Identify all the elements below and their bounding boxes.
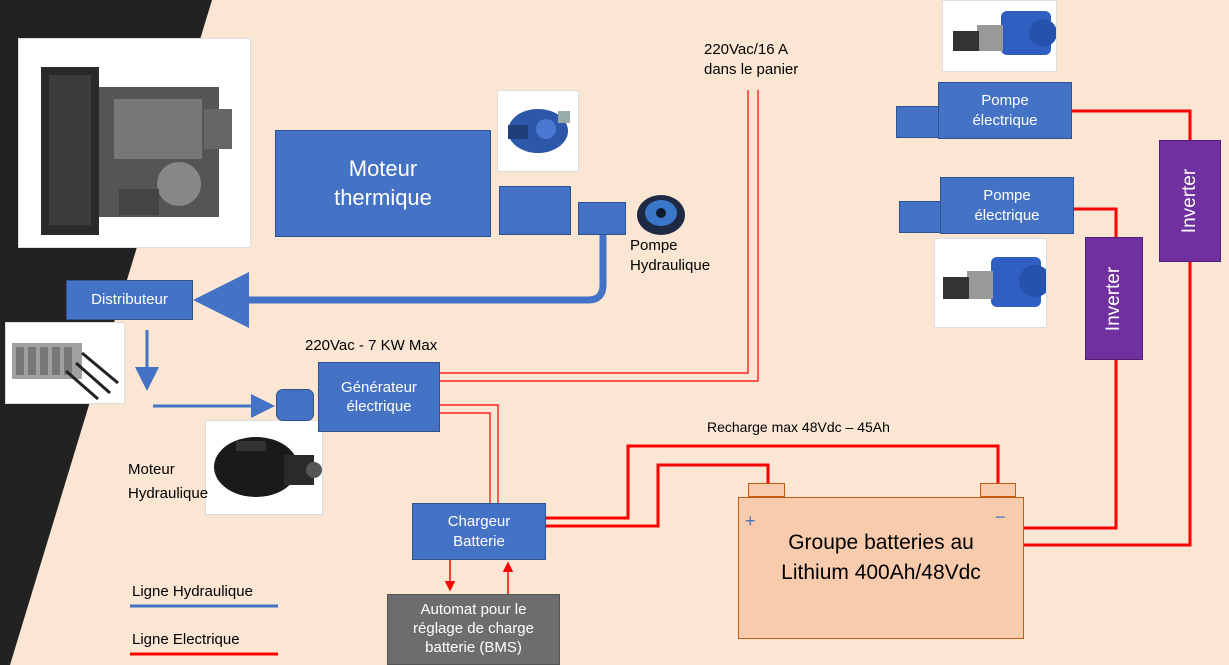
electric-line-supply-b <box>440 90 759 382</box>
generateur-label: Générateur électrique <box>341 378 417 416</box>
electric-line-inverter-pump-bottom <box>1074 207 1118 237</box>
battery-title: Groupe batteries au Lithium 400Ah/48Vdc <box>781 531 981 585</box>
moteur-thermique-box: Moteur thermique <box>275 130 491 237</box>
electric-pump-bottom-box: Pompe électrique <box>940 177 1074 234</box>
electric-pump-photo-bottom <box>934 238 1047 328</box>
electric-pump-top-motor <box>896 106 940 138</box>
electric-pump-top-box: Pompe électrique <box>938 82 1072 139</box>
hydraulic-motor-box <box>276 389 314 421</box>
battery-plus-sign: + <box>745 511 756 531</box>
electric-line-charger-battery-b <box>546 463 770 528</box>
distributeur-box: Distributeur <box>66 280 193 320</box>
electric-pump-top-label: Pompe électrique <box>972 92 1038 129</box>
pompe-hydraulique-label: Pompe Hydraulique <box>630 237 711 275</box>
electric-line-gen-charger-b <box>440 412 491 503</box>
legend-electric-label: Ligne Electrique <box>132 631 240 648</box>
battery-terminal-negative <box>980 483 1016 497</box>
electric-line-battery-inverter-left <box>1024 360 1118 530</box>
generator-power-label: 220Vac - 7 KW Max <box>305 337 438 354</box>
electric-line-gen-charger-a <box>440 404 499 503</box>
valve-block-photo <box>5 322 125 404</box>
distributeur-label: Distributeur <box>91 291 168 309</box>
coupling-box <box>499 186 571 235</box>
moteur-hydraulique-label: Moteur Hydraulique <box>128 461 209 502</box>
moteur-thermique-label: Moteur thermique <box>334 155 432 210</box>
supply-220-label: 220Vac/16 A dans le panier <box>704 41 799 79</box>
hydraulic-pump-photo-top <box>497 90 579 172</box>
inverter-left-box: Inverter <box>1085 237 1143 360</box>
inverter-right-label: Inverter <box>1179 168 1200 234</box>
electric-pump-bottom-motor <box>899 201 943 233</box>
chargeur-label: Chargeur Batterie <box>447 513 511 550</box>
electric-line-charger-battery-a <box>546 444 1000 520</box>
bms-label: Automat pour le réglage de charge batter… <box>413 601 534 656</box>
hydraulic-line-pump-distributor <box>193 235 607 328</box>
inverter-left-label: Inverter <box>1103 266 1124 331</box>
diesel-engine-photo <box>18 38 251 248</box>
chargeur-box: Chargeur Batterie <box>412 503 546 560</box>
hydraulic-motor-photo <box>205 420 323 515</box>
battery-terminal-positive <box>748 483 785 497</box>
electric-line-supply-a <box>440 90 749 374</box>
hydraulic-pump-photo-small <box>631 187 693 239</box>
recharge-label: Recharge max 48Vdc – 45Ah <box>707 419 890 435</box>
legend-hydraulic-label: Ligne Hydraulique <box>132 583 253 600</box>
electric-line-battery-inverter-right <box>1024 262 1192 547</box>
electric-pump-photo-top <box>942 0 1057 72</box>
battery-pack-box: + − Groupe batteries au Lithium 400Ah/48… <box>738 497 1024 639</box>
battery-minus-sign: − <box>995 507 1006 527</box>
generateur-box: Générateur électrique <box>318 362 440 432</box>
hydraulic-pump-box <box>578 202 626 235</box>
electric-line-inverter-pump-top <box>1072 109 1192 140</box>
inverter-right-box: Inverter <box>1159 140 1221 262</box>
electric-pump-bottom-label: Pompe électrique <box>974 187 1040 224</box>
bms-box: Automat pour le réglage de charge batter… <box>387 594 560 665</box>
